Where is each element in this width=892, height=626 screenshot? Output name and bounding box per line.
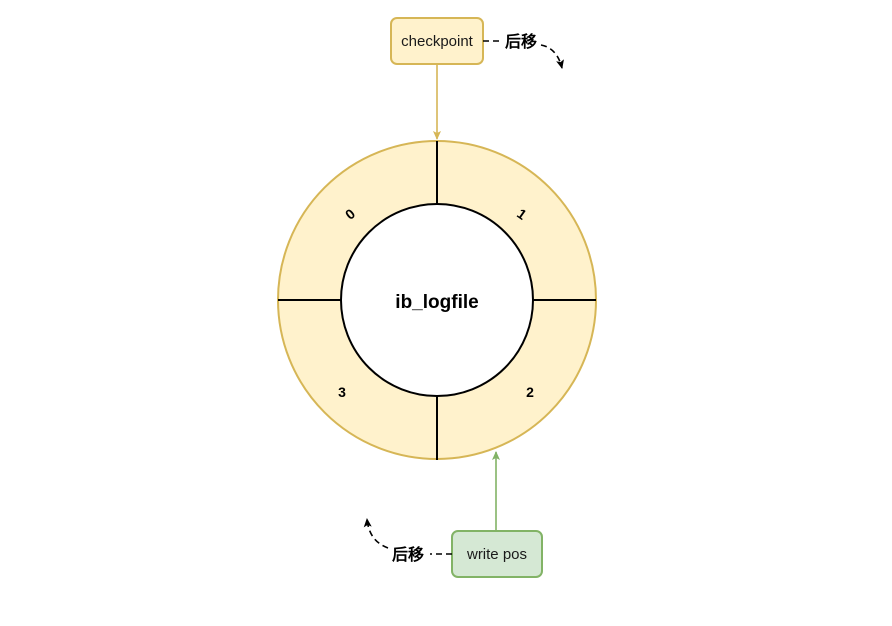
segment-label-3: 3: [338, 384, 346, 400]
center-label: ib_logfile: [395, 292, 478, 313]
checkpoint-move-label: 后移: [505, 32, 537, 51]
write-pos-label: write pos: [466, 546, 527, 563]
write-pos-move-label: 后移: [392, 545, 424, 564]
write-pos-move-arrow: [363, 518, 389, 549]
segment-label-2: 2: [526, 384, 534, 400]
checkpoint-move-arrow: [540, 44, 564, 69]
checkpoint-label: checkpoint: [401, 33, 474, 50]
write-pos-node[interactable]: write pos: [451, 530, 543, 578]
checkpoint-node[interactable]: checkpoint: [390, 17, 484, 65]
